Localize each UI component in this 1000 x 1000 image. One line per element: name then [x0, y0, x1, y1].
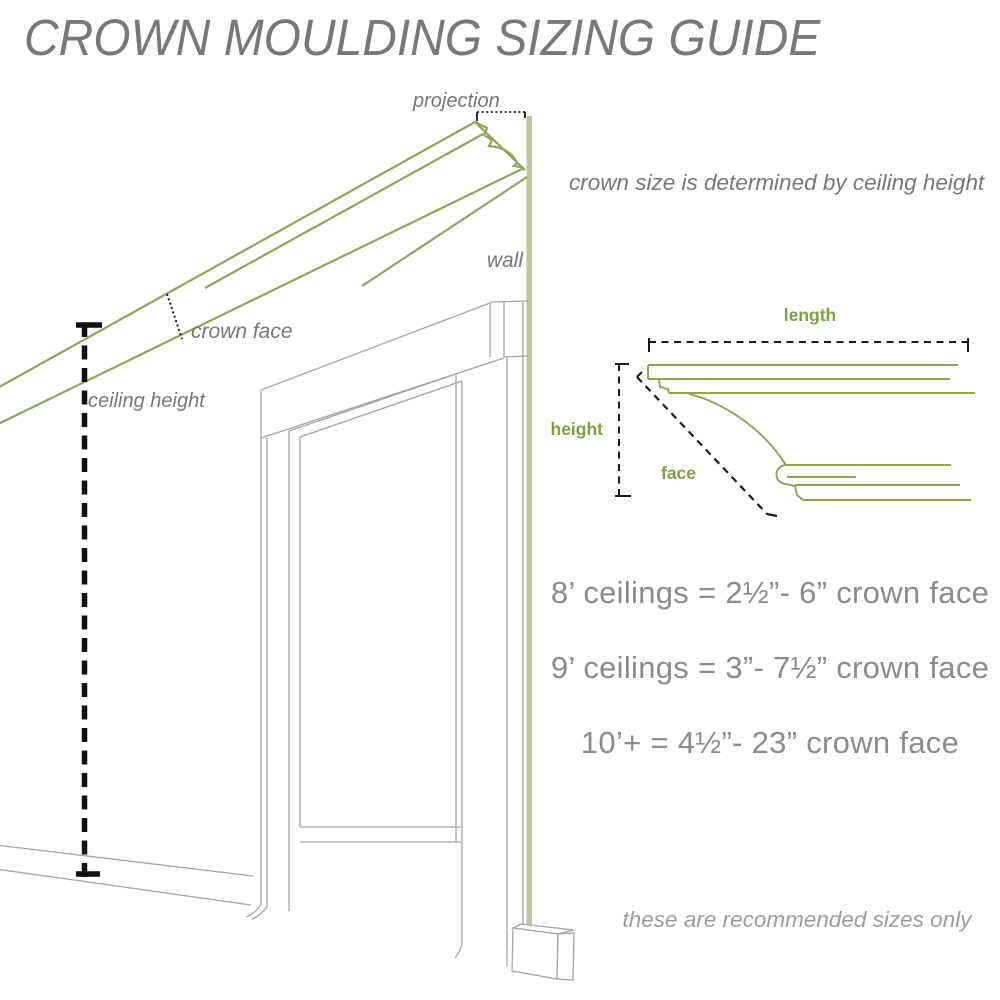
- wall-surface: [526, 116, 532, 927]
- wall-label: wall: [486, 249, 523, 272]
- crown-face-measure: [166, 293, 183, 340]
- sizing-rule-10ft: 10’+ = 4½”- 23” crown face: [580, 725, 960, 760]
- height-measure: [615, 363, 631, 497]
- length-measure: [648, 338, 969, 352]
- ceiling-height-label: ceiling height: [88, 390, 205, 412]
- crown-end-profile: [474, 121, 526, 171]
- crown-profile-detail: [647, 364, 975, 501]
- projection-label: projection: [413, 90, 500, 112]
- subtitle: crown size is determined by ceiling heig…: [569, 170, 985, 195]
- ceiling-height-measure: [76, 322, 102, 877]
- length-label: length: [783, 305, 837, 325]
- sizing-rule-9ft: 9’ ceilings = 3”- 7½” crown face: [550, 650, 990, 685]
- page-title: CROWN MOULDING SIZING GUIDE: [24, 9, 821, 66]
- sizing-rule-8ft: 8’ ceilings = 2½”- 6” crown face: [550, 575, 990, 610]
- crown-face-label: crown face: [191, 320, 293, 343]
- footnote: these are recommended sizes only: [622, 907, 972, 932]
- crown-moulding-perspective: [0, 121, 528, 425]
- face-label: face: [661, 463, 697, 483]
- height-label: height: [550, 419, 604, 439]
- face-measure: [636, 371, 778, 518]
- door-frame: [245, 300, 530, 966]
- plinth-block: [510, 923, 575, 981]
- projection-measure: [476, 111, 526, 121]
- baseboard: [0, 844, 254, 906]
